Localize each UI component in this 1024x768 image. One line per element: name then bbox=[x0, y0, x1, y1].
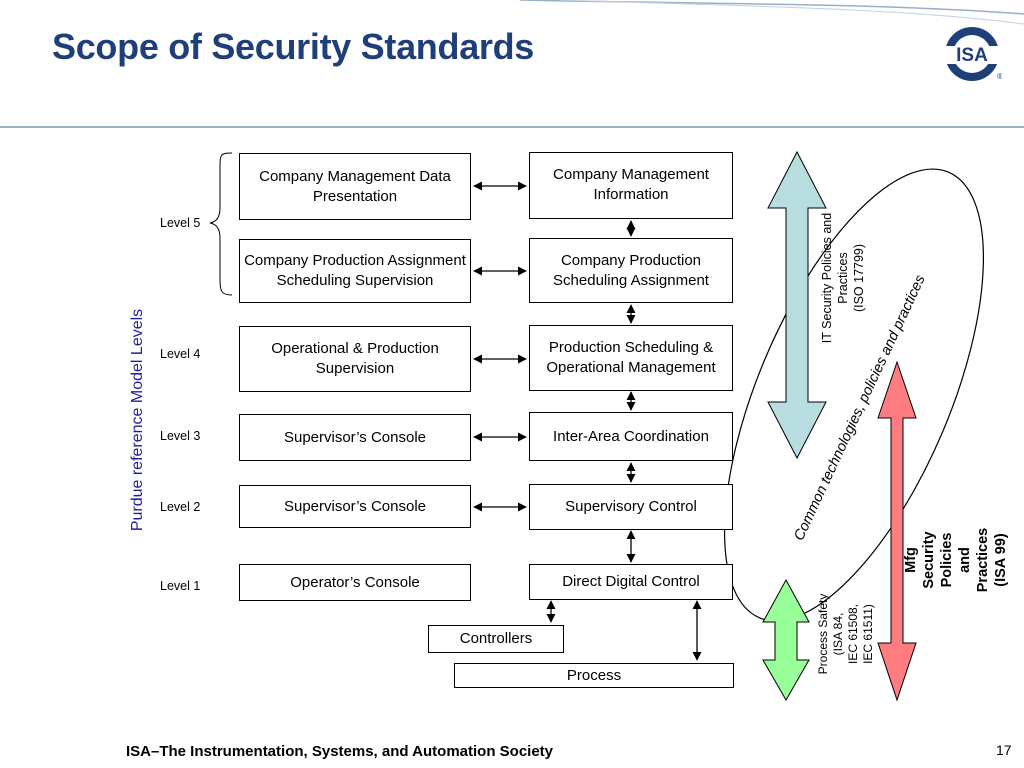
level-4-label: Level 4 bbox=[160, 347, 201, 361]
mfg-security-label: Mfg Security Policies and Practices (ISA… bbox=[903, 527, 1009, 593]
box-controllers: Controllers bbox=[428, 625, 564, 653]
box-company-production-assignment-scheduling-supervision: Company Production Assignment Scheduling… bbox=[239, 239, 471, 303]
box-operational-production-supervision: Operational & Production Supervision bbox=[239, 326, 471, 392]
header-swoosh bbox=[519, 0, 1024, 25]
level-1-label: Level 1 bbox=[160, 579, 201, 593]
box-process: Process bbox=[454, 663, 734, 688]
box-supervisory-control: Supervisory Control bbox=[529, 484, 733, 530]
process-safety-arrow bbox=[762, 578, 810, 702]
page-number: 17 bbox=[996, 742, 1012, 758]
level-5-label: Level 5 bbox=[160, 216, 201, 230]
box-company-management-information: Company Management Information bbox=[529, 152, 733, 219]
box-production-scheduling-operational-management: Production Scheduling & Operational Mana… bbox=[529, 325, 733, 391]
process-safety-label: Process Safety (ISA 84, IEC 61508, IEC 6… bbox=[816, 593, 875, 675]
box-company-production-scheduling-assignment: Company Production Scheduling Assignment bbox=[529, 238, 733, 303]
it-security-label: IT Security Policies and Practices (ISO … bbox=[820, 212, 866, 344]
common-technologies-ellipse bbox=[723, 168, 985, 622]
logo-registered-mark: ® bbox=[997, 72, 1002, 81]
isa-logo: ISA ® bbox=[944, 27, 1002, 81]
box-operators-console: Operator’s Console bbox=[239, 564, 471, 601]
vertical-connectors bbox=[546, 220, 702, 661]
box-supervisors-console-level3: Supervisor’s Console bbox=[239, 414, 471, 461]
box-company-management-data-presentation: Company Management Data Presentation bbox=[239, 153, 471, 220]
page-title: Scope of Security Standards bbox=[52, 26, 535, 67]
logo-text: ISA bbox=[956, 45, 988, 66]
horizontal-connectors bbox=[473, 181, 527, 512]
footer-society-name: ISA–The Instrumentation, Systems, and Au… bbox=[126, 743, 554, 760]
mfg-security-arrow bbox=[877, 360, 917, 702]
purdue-axis-label: Purdue reference Model Levels bbox=[129, 308, 146, 532]
box-inter-area-coordination: Inter-Area Coordination bbox=[529, 412, 733, 461]
level-2-label: Level 2 bbox=[160, 500, 201, 514]
level-3-label: Level 3 bbox=[160, 429, 201, 443]
it-security-arrow bbox=[767, 150, 827, 460]
box-direct-digital-control: Direct Digital Control bbox=[529, 564, 733, 600]
level5-brace bbox=[209, 152, 233, 296]
box-supervisors-console-level2: Supervisor’s Console bbox=[239, 485, 471, 528]
